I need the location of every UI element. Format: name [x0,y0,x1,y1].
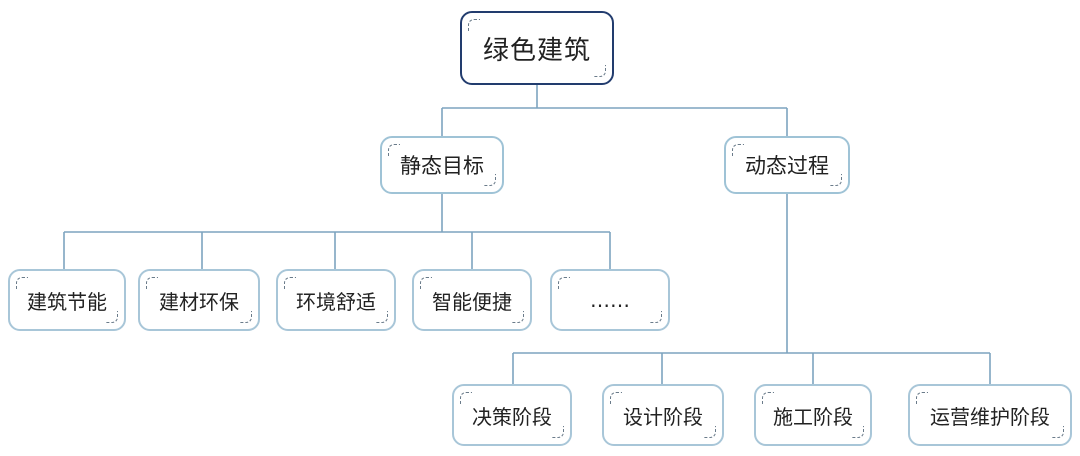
corner-decoration [106,311,118,323]
leaf-node: 设计阶段 [602,384,724,446]
leaf-label: 建筑节能 [27,289,107,314]
leaf-label: 施工阶段 [773,404,853,429]
corner-decoration [916,392,928,404]
leaf-node: 决策阶段 [452,384,572,446]
branch-label: 动态过程 [745,154,829,178]
corner-decoration [512,311,524,323]
branch-node-dynamic-process: 动态过程 [724,136,850,194]
leaf-node: 智能便捷 [412,269,532,331]
leaf-label: 智能便捷 [432,289,512,314]
corner-decoration [650,311,662,323]
leaf-label: 建材环保 [159,289,239,314]
corner-decoration [1052,426,1064,438]
branch-label: 静态目标 [400,154,484,178]
root-label: 绿色建筑 [482,35,591,66]
leaf-node: 施工阶段 [754,384,872,446]
corner-decoration [732,144,744,156]
leaf-node: 建筑节能 [8,269,126,331]
corner-decoration [16,277,28,289]
leaf-label: 设计阶段 [623,404,703,429]
corner-decoration [460,392,472,404]
corner-decoration [610,392,622,404]
corner-decoration [388,144,400,156]
corner-decoration [420,277,432,289]
leaf-label: 运营维护阶段 [930,404,1050,429]
corner-decoration [852,426,864,438]
leaf-node: …… [550,269,670,331]
branch-node-static-goals: 静态目标 [380,136,504,194]
corner-decoration [762,392,774,404]
corner-decoration [468,19,480,31]
leaf-node: 建材环保 [138,269,260,331]
leaf-label: 环境舒适 [296,289,376,314]
corner-decoration [376,311,388,323]
leaf-label: …… [590,288,630,312]
corner-decoration [146,277,158,289]
corner-decoration [594,65,606,77]
leaf-node: 运营维护阶段 [908,384,1072,446]
corner-decoration [240,311,252,323]
leaf-label: 决策阶段 [472,404,552,429]
corner-decoration [830,174,842,186]
corner-decoration [484,174,496,186]
corner-decoration [552,426,564,438]
corner-decoration [558,277,570,289]
corner-decoration [284,277,296,289]
corner-decoration [704,426,716,438]
root-node: 绿色建筑 [460,11,614,85]
leaf-node: 环境舒适 [276,269,396,331]
